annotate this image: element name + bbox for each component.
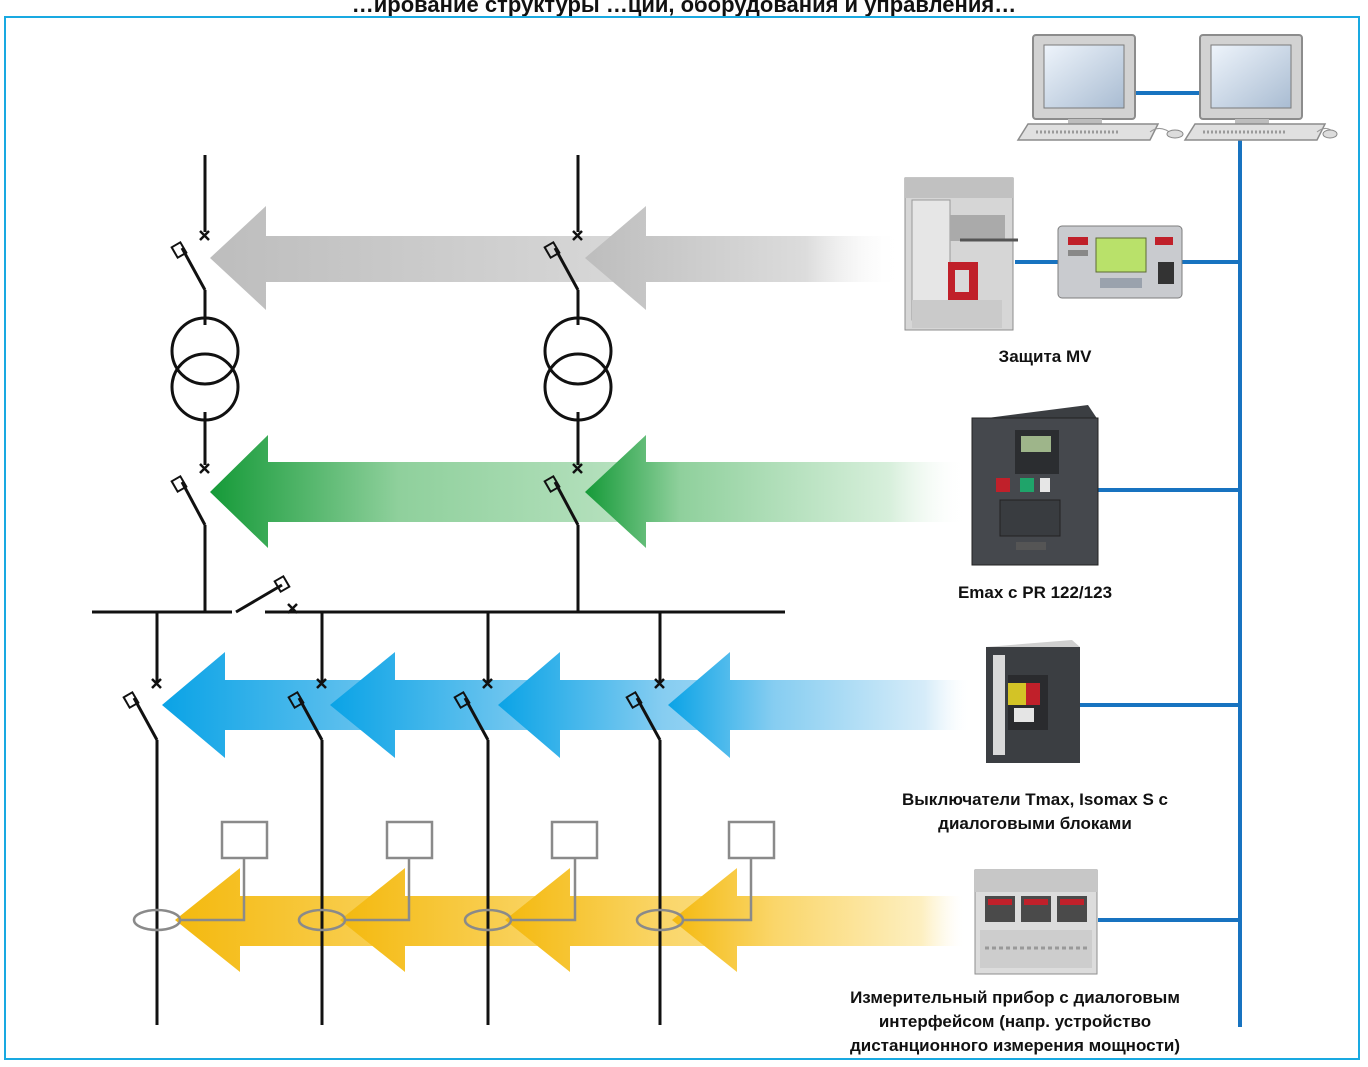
computer-icon (1016, 34, 1184, 141)
mv-protection-label: Защита MV (998, 347, 1092, 366)
communication-bus (1015, 91, 1242, 1027)
arrow-row-tmax (162, 652, 970, 758)
transformer-icon (170, 316, 613, 422)
computer-icon (1183, 34, 1338, 141)
arrow-row-mv (210, 206, 900, 310)
mv-panel-icon (904, 177, 1018, 331)
switch-icon (122, 240, 662, 741)
meter-icon (974, 869, 1098, 975)
meter-label-line2: интерфейсом (напр. устройство (878, 1012, 1152, 1031)
tmax-label-line1: Выключатели Tmax, Isomax S с (902, 790, 1168, 809)
meter-label-line1: Измерительный прибор с диалоговым (850, 988, 1180, 1007)
tmax-label: Выключатели Tmax, Isomax S с диалоговыми… (855, 788, 1215, 836)
meter-label: Измерительный прибор с диалоговым интерф… (780, 986, 1250, 1058)
tmax-breaker-icon (986, 640, 1080, 763)
current-transformer-icon (132, 820, 776, 932)
single-line-diagram (92, 155, 785, 1025)
emax-label: Emax с PR 122/123 (957, 583, 1113, 602)
tmax-label-line2: диалоговыми блоками (938, 814, 1132, 833)
emax-breaker-icon (971, 405, 1099, 566)
meter-label-line3: дистанционного измерения мощности) (849, 1036, 1181, 1055)
arrow-row-emax (210, 435, 965, 548)
breaker-x-marks (151, 230, 665, 689)
diagram-title: …ирование структуры …ции, оборудования и… (351, 0, 1017, 17)
relay-icon (1057, 225, 1183, 299)
